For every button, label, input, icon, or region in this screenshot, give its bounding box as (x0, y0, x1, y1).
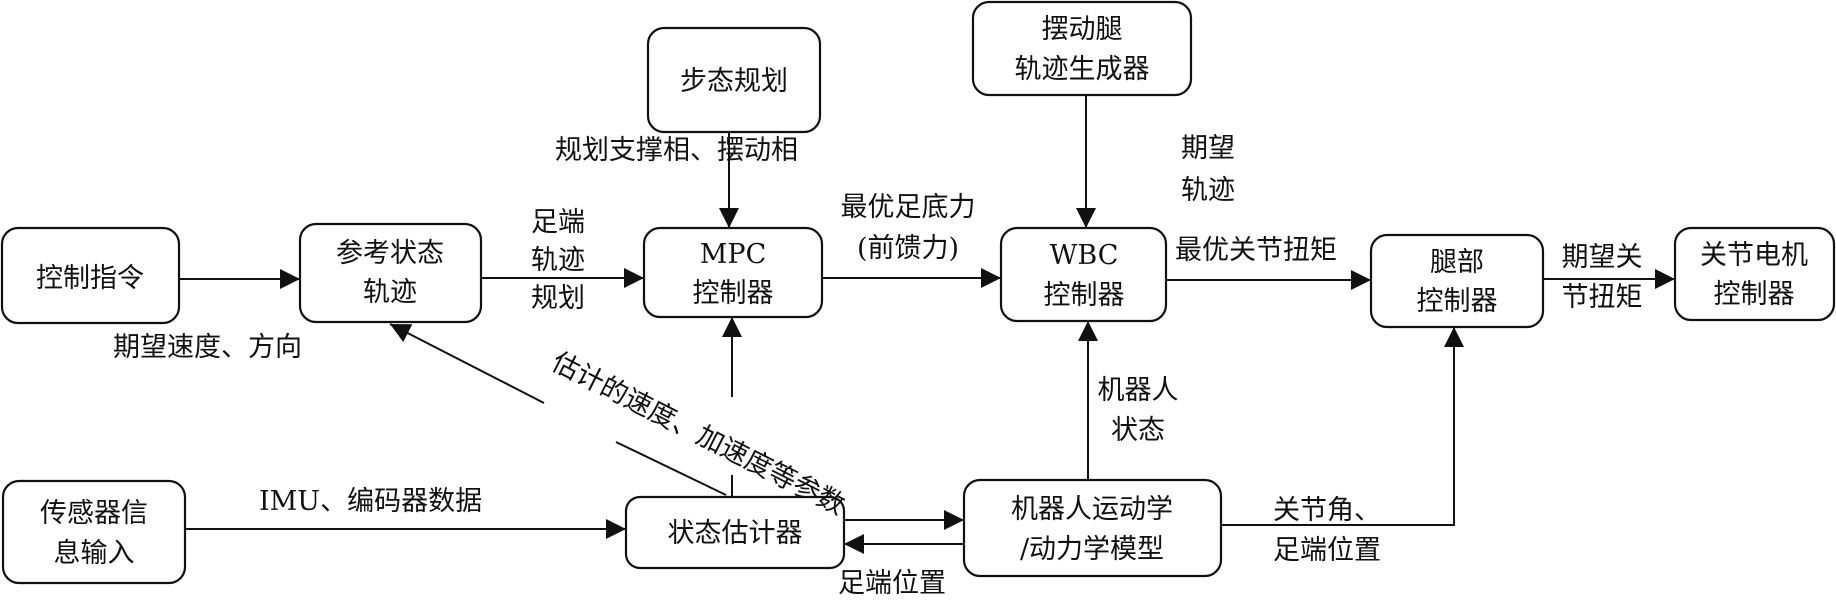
node-label-line1: 机器人运动学 (1011, 494, 1173, 525)
edge-label-foot-trajectory-1: 足端 (531, 207, 585, 238)
edge-label-robot-state-1: 机器人 (1098, 375, 1179, 406)
edge-label-imu-encoder: IMU、编码器数据 (259, 486, 482, 517)
node-label-line1: 关节电机 (1700, 240, 1808, 271)
edge-label-robot-state-2: 状态 (1111, 415, 1165, 446)
arrow-model-to-leg (1221, 327, 1464, 526)
node-swing-leg-generator: 摆动腿 轨迹生成器 (971, 0, 1193, 97)
node-label: 控制指令 (36, 263, 144, 294)
connectors (179, 95, 1675, 554)
node-label-line2: /动力学模型 (1020, 534, 1164, 565)
node-gait-planning: 步态规划 (646, 26, 822, 134)
node-sensor-input: 传感器信 息输入 (1, 479, 187, 585)
node-label: 步态规划 (680, 66, 788, 97)
node-label: 状态估计器 (668, 518, 803, 549)
arrow-estimator-to-reference-upper (389, 323, 545, 404)
edge-label-foot-position: 足端位置 (838, 568, 946, 599)
node-mpc-controller: MPC 控制器 (642, 226, 824, 319)
node-label-line1: 摆动腿 (1042, 14, 1123, 45)
edge-label-foot-trajectory-2: 轨迹 (531, 245, 585, 276)
edge-label-joint-angle-1: 关节角、 (1273, 495, 1381, 526)
edge-label-optimal-joint-torque: 最优关节扭矩 (1175, 235, 1337, 266)
node-label-line1: MPC (700, 239, 766, 270)
node-label-line1: 腿部 (1430, 247, 1484, 278)
edge-label-desired-velocity: 期望速度、方向 (113, 332, 302, 363)
node-label-line1: 参考状态 (336, 238, 444, 269)
edge-label-optimal-grf-2: (前馈力) (857, 233, 959, 264)
edge-label-support-swing: 规划支撑相、摆动相 (555, 135, 798, 166)
node-reference-trajectory: 参考状态 轨迹 (298, 222, 483, 324)
node-control-command: 控制指令 (0, 226, 181, 325)
node-leg-controller: 腿部 控制器 (1369, 233, 1545, 329)
edge-label-estimated-params: 估计的速度、加速度等参数 (547, 347, 850, 522)
node-state-estimator: 状态估计器 (624, 495, 846, 570)
edge-label-desired-trajectory-1: 期望 (1181, 133, 1235, 164)
edge-label-joint-angle-2: 足端位置 (1273, 535, 1381, 566)
node-joint-motor-controller: 关节电机 控制器 (1673, 226, 1836, 322)
edge-label-desired-joint-torque-1: 期望关 (1562, 242, 1643, 273)
node-label-line2: 控制器 (1044, 280, 1125, 311)
node-label-line2: 息输入 (54, 538, 135, 569)
node-label-line1: WBC (1050, 240, 1119, 271)
edge-label-foot-trajectory-3: 规划 (531, 283, 585, 314)
edge-label-desired-trajectory-2: 轨迹 (1181, 175, 1235, 206)
edge-label-optimal-grf-1: 最优足底力 (841, 192, 976, 223)
node-label-line2: 控制器 (1417, 286, 1498, 317)
node-label-line2: 控制器 (1714, 279, 1795, 310)
node-label-line2: 控制器 (693, 278, 774, 309)
node-label-line2: 轨迹生成器 (1015, 54, 1150, 85)
node-robot-model: 机器人运动学 /动力学模型 (962, 478, 1223, 578)
node-label-line1: 传感器信 (40, 498, 148, 529)
arrow-estimator-to-reference-lower (615, 441, 727, 496)
edge-label-desired-joint-torque-2: 节扭矩 (1562, 282, 1643, 313)
node-label-line2: 轨迹 (363, 277, 417, 308)
node-wbc-controller: WBC 控制器 (999, 226, 1168, 323)
